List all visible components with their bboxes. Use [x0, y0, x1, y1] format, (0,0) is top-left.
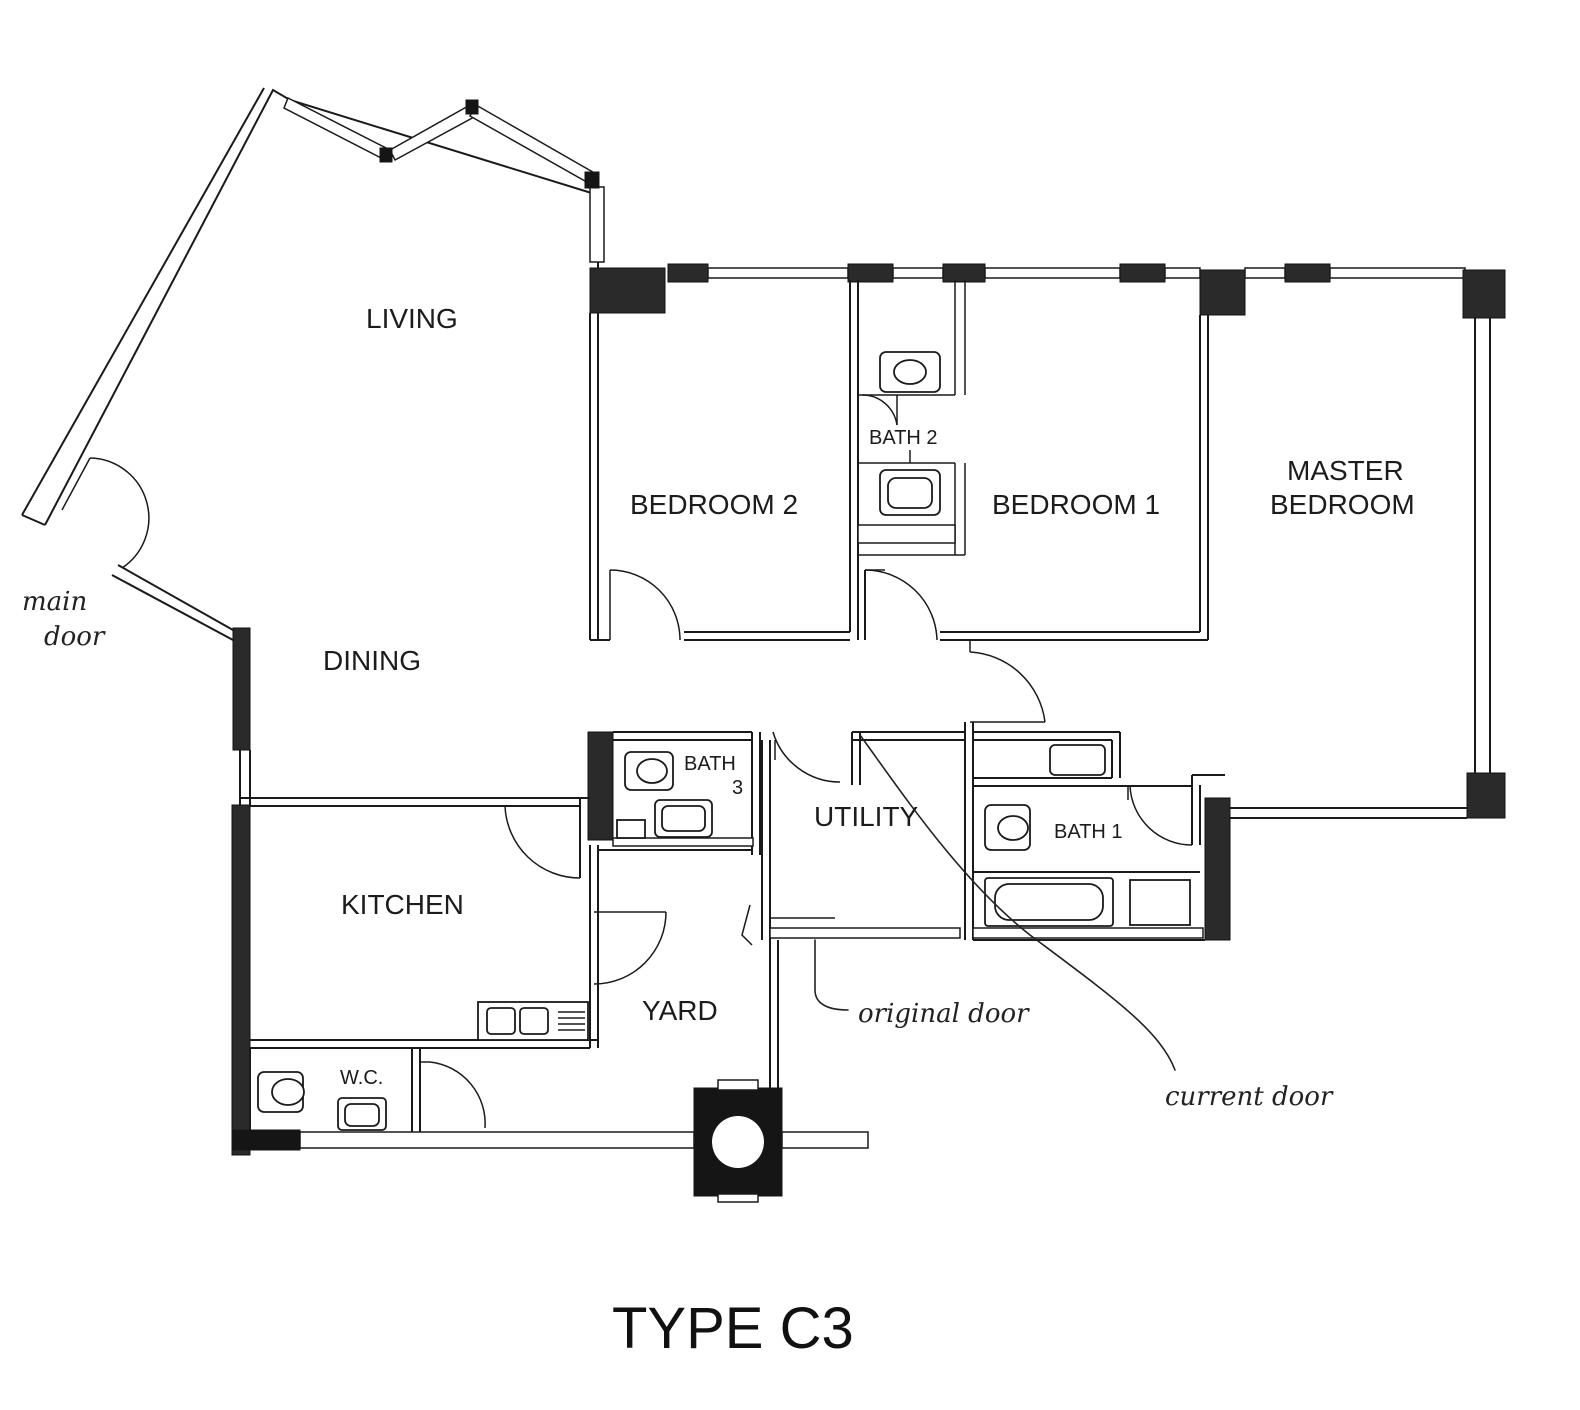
annotation-main-door-line2: door [44, 622, 106, 652]
bedroom-1-walls [857, 315, 1209, 641]
room-labels: LIVING DINING BEDROOM 2 BATH 2 BEDROOM 1… [323, 303, 1415, 1089]
room-label-bath-2: BATH 2 [869, 427, 938, 449]
current-door-arrow [859, 734, 1176, 1071]
annotation-current-door: current door [1165, 1082, 1334, 1112]
bedroom-2-walls [589, 280, 859, 641]
master-bedroom-door[interactable] [969, 640, 1046, 723]
master-bedroom-walls [1225, 318, 1506, 819]
annotation-main-door-line1: main [22, 587, 87, 617]
room-label-bath-3-line2: 3 [732, 777, 743, 799]
yard-door[interactable] [593, 904, 753, 985]
utility-walls [761, 731, 965, 940]
bath-3-fixtures [616, 751, 713, 839]
wc-door[interactable] [420, 1061, 486, 1129]
room-label-master-line1: MASTER [1287, 455, 1404, 486]
bedroom-2-door[interactable] [609, 569, 681, 641]
main-door[interactable] [61, 457, 150, 569]
bath-3-walls [587, 731, 761, 855]
kitchen-door[interactable] [504, 805, 581, 879]
top-exterior-wall [589, 263, 1506, 319]
bath-1-fixtures [984, 744, 1191, 927]
dining-column [232, 627, 251, 751]
bay-window [283, 96, 605, 263]
room-label-kitchen: KITCHEN [341, 889, 464, 920]
bath-1-door[interactable] [1127, 785, 1193, 846]
room-label-living: LIVING [366, 303, 458, 334]
room-label-bath-3-line1: BATH [684, 753, 736, 775]
bath-2-walls [857, 280, 966, 556]
room-label-master-line2: BEDROOM [1270, 489, 1415, 520]
wc-fixtures [257, 1071, 387, 1131]
handwritten-annotations: main door original door current door [22, 587, 1334, 1112]
plan-title: TYPE C3 [612, 1296, 854, 1361]
room-label-yard: YARD [642, 995, 718, 1026]
bath-3-door[interactable] [772, 731, 841, 783]
room-label-bedroom-1: BEDROOM 1 [992, 489, 1160, 520]
annotation-original-door: original door [858, 999, 1030, 1029]
bedroom-1-door[interactable] [864, 569, 938, 641]
room-label-wc: W.C. [340, 1067, 383, 1089]
bath-2-door[interactable] [861, 394, 911, 463]
room-label-dining: DINING [323, 645, 421, 676]
bath-2-fixtures [879, 351, 941, 516]
yard-walls [299, 849, 869, 1203]
living-dining-walls [21, 87, 599, 805]
original-door-arrow [814, 939, 849, 1011]
room-label-bedroom-2: BEDROOM 2 [630, 489, 798, 520]
kitchen-walls [231, 797, 599, 1156]
kitchen-sink [477, 1001, 589, 1041]
bath-1-walls [964, 722, 1231, 941]
room-label-bath-1: BATH 1 [1054, 821, 1123, 843]
room-label-utility: UTILITY [814, 801, 919, 832]
